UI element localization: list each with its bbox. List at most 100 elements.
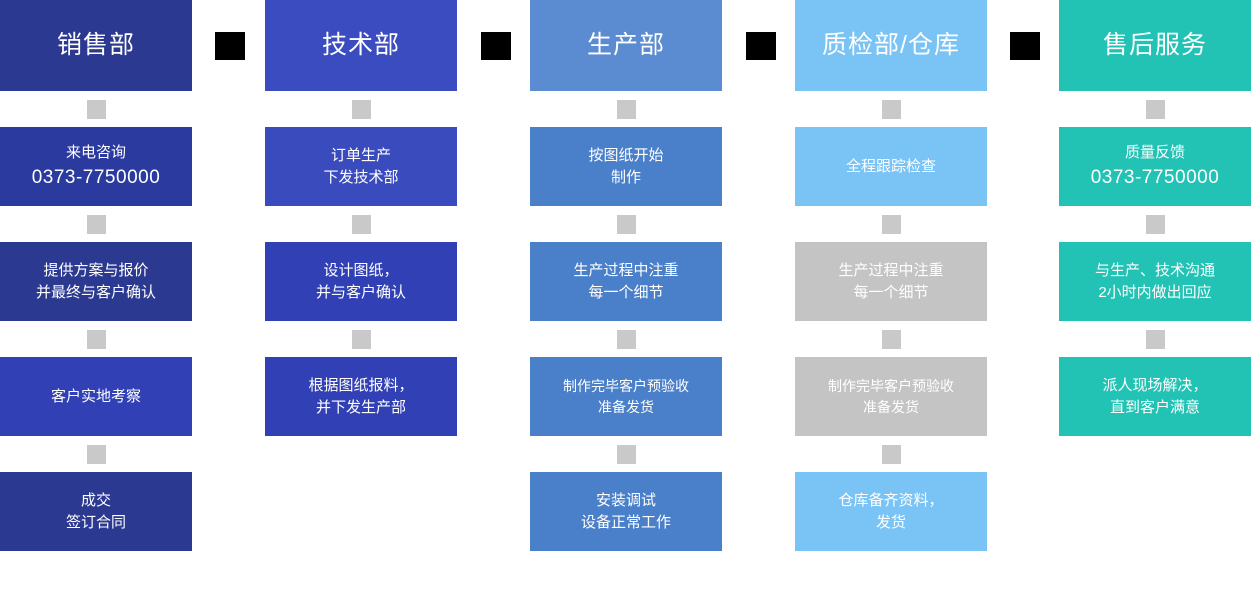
flow-step-line: 制作完毕客户预验收 (563, 378, 689, 395)
flow-step-line: 按图纸开始 (588, 146, 664, 164)
column-header-label: 售后服务 (1102, 31, 1207, 60)
flow-step-line: 提供方案与报价 (43, 261, 149, 279)
flow-step-line: 并下发生产部 (315, 398, 406, 416)
flow-step-technology-2: 设计图纸， 并与客户确认 (265, 242, 457, 321)
flow-step-line: 2小时内做出回应 (1098, 283, 1212, 301)
vertical-connector (530, 91, 722, 127)
flow-step-line: 来电咨询 (65, 143, 126, 161)
flow-step-line: 0373-7750000 (31, 166, 161, 188)
vertical-connector (1059, 206, 1251, 242)
flow-step-line: 准备发货 (598, 398, 654, 415)
column-header-label: 生产部 (586, 31, 665, 60)
vertical-connector (795, 321, 987, 357)
flow-step-after-sales-1: 质量反馈 0373-7750000 (1059, 127, 1251, 206)
flow-step-quality-warehouse-2: 生产过程中注重每一个细节 (795, 242, 987, 321)
column-header-label: 质检部/仓库 (822, 31, 960, 60)
connector-square-icon (351, 214, 371, 234)
connector-square-icon (351, 99, 371, 119)
vertical-connector (530, 206, 722, 242)
connector-square-icon (86, 214, 106, 234)
flow-step-line: 发货 (875, 513, 906, 531)
vertical-connector (0, 436, 192, 472)
connector-square-icon (616, 99, 636, 119)
vertical-connector (795, 436, 987, 472)
connector-square-icon (86, 99, 106, 119)
horizontal-connector-4 (1010, 32, 1040, 60)
connector-square-icon (86, 329, 106, 349)
connector-square-icon (616, 444, 636, 464)
flow-step-line: 仓库备齐资料， (838, 491, 944, 509)
flow-step-line: 客户实地考察 (50, 387, 141, 405)
vertical-connector (530, 321, 722, 357)
flow-step-quality-warehouse-3: 制作完毕客户预验收准备发货 (795, 357, 987, 436)
connector-square-icon (86, 444, 106, 464)
flow-step-production-1: 按图纸开始制作 (530, 127, 722, 206)
vertical-connector (0, 206, 192, 242)
flow-column-quality-warehouse: 质检部/仓库全程跟踪检查生产过程中注重每一个细节制作完毕客户预验收准备发货仓库备… (795, 0, 987, 551)
vertical-connector (0, 91, 192, 127)
flow-step-line: 每一个细节 (588, 283, 664, 301)
flow-step-production-3: 制作完毕客户预验收准备发货 (530, 357, 722, 436)
column-header-production: 生产部 (530, 0, 722, 91)
vertical-connector (265, 91, 457, 127)
horizontal-connector-3 (746, 32, 776, 60)
flow-column-production: 生产部按图纸开始制作生产过程中注重每一个细节制作完毕客户预验收准备发货安装调试设… (530, 0, 722, 551)
connector-square-icon (616, 214, 636, 234)
column-header-label: 技术部 (321, 31, 400, 60)
column-header-label: 销售部 (56, 31, 135, 60)
flow-step-quality-warehouse-4: 仓库备齐资料， 发货 (795, 472, 987, 551)
flow-step-sales-4: 成交签订合同 (0, 472, 192, 551)
flow-step-line: 根据图纸报料， (308, 376, 414, 394)
connector-square-icon (881, 444, 901, 464)
flow-step-line: 制作完毕客户预验收 (828, 378, 954, 395)
flow-step-quality-warehouse-1: 全程跟踪检查 (795, 127, 987, 206)
flow-step-line: 签订合同 (65, 513, 126, 531)
vertical-connector (795, 206, 987, 242)
connector-square-icon (351, 329, 371, 349)
vertical-connector (530, 436, 722, 472)
connector-square-icon (881, 99, 901, 119)
horizontal-connector-1 (215, 32, 245, 60)
column-header-technology: 技术部 (265, 0, 457, 91)
flow-step-line: 与生产、技术沟通 (1094, 261, 1215, 279)
flow-step-line: 派人现场解决， (1102, 376, 1208, 394)
flow-step-line: 每一个细节 (853, 283, 929, 301)
flow-step-line: 设备正常工作 (580, 513, 671, 531)
flow-step-line: 生产过程中注重 (573, 261, 679, 279)
horizontal-connector-2 (481, 32, 511, 60)
flow-step-line: 质量反馈 (1124, 143, 1185, 161)
flow-step-line: 准备发货 (863, 398, 919, 415)
flow-step-line: 并与客户确认 (315, 283, 406, 301)
flow-step-production-2: 生产过程中注重每一个细节 (530, 242, 722, 321)
flow-step-line: 设计图纸， (323, 261, 399, 279)
flow-step-line: 订单生产 (330, 146, 391, 164)
column-header-after-sales: 售后服务 (1059, 0, 1251, 91)
flow-step-after-sales-3: 派人现场解决， 直到客户满意 (1059, 357, 1251, 436)
flow-step-production-4: 安装调试设备正常工作 (530, 472, 722, 551)
flow-step-sales-3: 客户实地考察 (0, 357, 192, 436)
flow-step-line: 0373-7750000 (1090, 166, 1220, 188)
column-header-sales: 销售部 (0, 0, 192, 91)
connector-square-icon (881, 214, 901, 234)
flow-step-after-sales-2: 与生产、技术沟通 2小时内做出回应 (1059, 242, 1251, 321)
vertical-connector (795, 91, 987, 127)
flow-step-technology-1: 订单生产下发技术部 (265, 127, 457, 206)
flow-step-line: 直到客户满意 (1109, 398, 1200, 416)
vertical-connector (1059, 321, 1251, 357)
vertical-connector (0, 321, 192, 357)
flow-step-line: 安装调试 (595, 491, 656, 509)
column-header-quality-warehouse: 质检部/仓库 (795, 0, 987, 91)
flow-column-technology: 技术部订单生产下发技术部设计图纸， 并与客户确认根据图纸报料， 并下发生产部 (265, 0, 457, 436)
flow-step-technology-3: 根据图纸报料， 并下发生产部 (265, 357, 457, 436)
flow-step-line: 生产过程中注重 (838, 261, 944, 279)
connector-square-icon (881, 329, 901, 349)
connector-square-icon (616, 329, 636, 349)
vertical-connector (265, 206, 457, 242)
flow-step-sales-1: 来电咨询 0373-7750000 (0, 127, 192, 206)
flow-step-line: 制作 (610, 168, 641, 186)
connector-square-icon (1145, 329, 1165, 349)
connector-square-icon (1145, 99, 1165, 119)
